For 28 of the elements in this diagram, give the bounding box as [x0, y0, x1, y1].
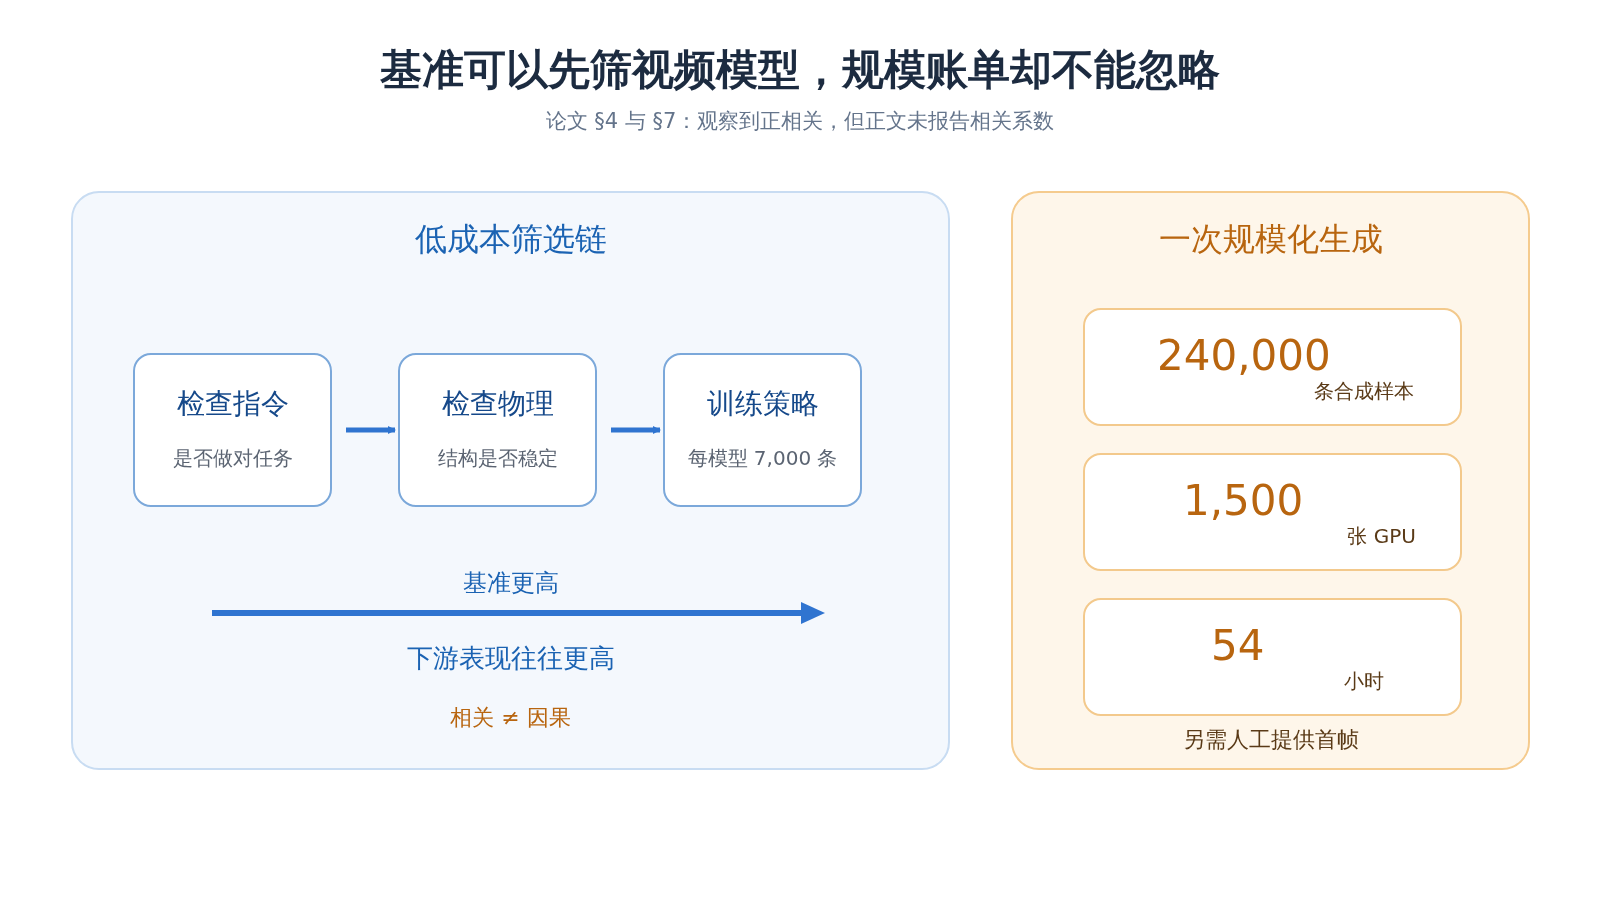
step-title: 检查指令	[175, 386, 290, 422]
step-box	[133, 353, 332, 507]
stat-card	[1083, 598, 1462, 716]
step-detail: 每模型 7,000 条	[686, 445, 839, 472]
step-detail: 是否做对任务	[171, 445, 294, 472]
step-box	[663, 353, 862, 507]
stat-unit: 小时	[1344, 668, 1384, 695]
panel	[71, 191, 950, 770]
arrow	[611, 426, 661, 434]
panel-heading: 一次规模化生成	[1157, 219, 1384, 260]
step-title: 检查物理	[440, 386, 555, 422]
stat-card	[1083, 453, 1462, 571]
arrow-label: 下游表现往往更高	[405, 642, 616, 675]
title: 基准可以先筛视频模型，规模账单却不能忽略	[379, 44, 1221, 96]
arrow-label: 基准更高	[461, 568, 560, 599]
panel-note: 另需人工提供首帧	[1181, 726, 1360, 754]
step-title: 训练策略	[705, 386, 820, 422]
stat-unit: 张 GPU	[1347, 523, 1416, 550]
subtitle: 论文 §4 与 §7：观察到正相关，但正文未报告相关系数	[544, 108, 1056, 135]
stat-card	[1083, 308, 1462, 426]
panel-heading: 低成本筛选链	[413, 219, 608, 260]
arrow	[346, 426, 396, 434]
panel	[1011, 191, 1530, 770]
stat-number: 1,500	[1183, 475, 1304, 527]
stat-number: 54	[1211, 620, 1265, 672]
note: 相关 ≠ 因果	[449, 704, 572, 732]
step-detail: 结构是否稳定	[436, 445, 559, 472]
step-box	[398, 353, 597, 507]
